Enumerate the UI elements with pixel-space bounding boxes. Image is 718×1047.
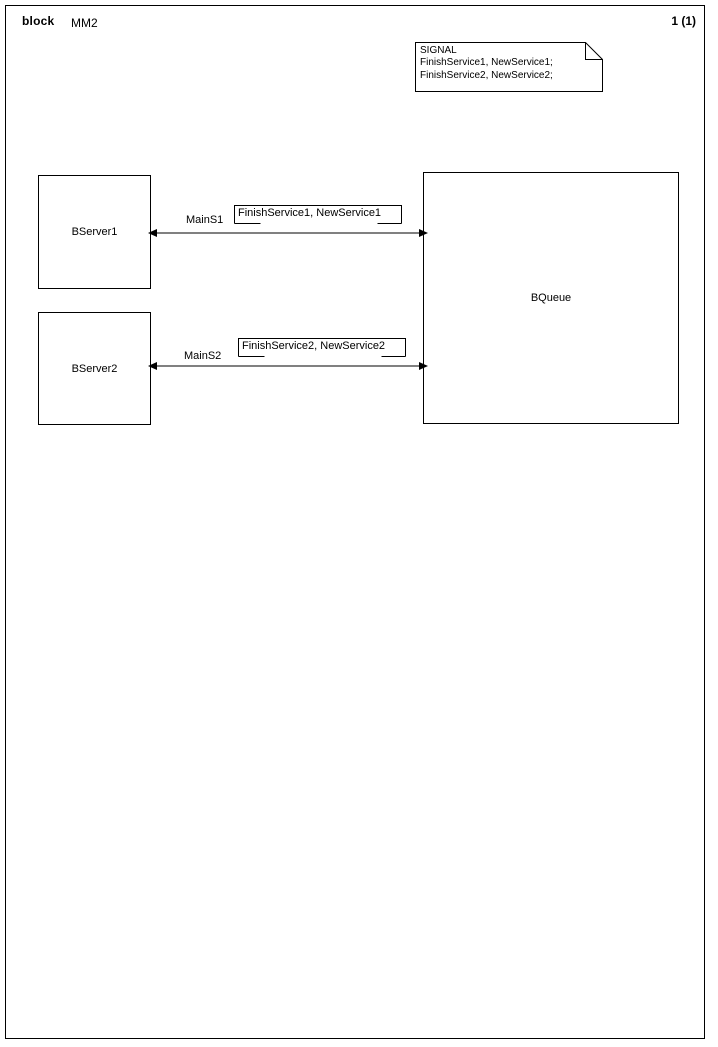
signal-list-text: FinishService1, NewService1 [238,207,382,219]
channel-name-mains1: MainS1 [186,214,224,226]
bidirectional-arrow-icon [148,229,428,237]
signal-list-mains1[interactable]: FinishService1, NewService1 [234,205,402,224]
block-label: BServer1 [71,226,118,238]
signal-list-mains2[interactable]: FinishService2, NewService2 [238,338,406,357]
block-label: BServer2 [71,362,118,375]
signal-list-bracket-icon [238,338,406,357]
block-bqueue[interactable]: BQueue [423,172,679,424]
page-frame [5,5,705,1039]
signal-declaration-note[interactable]: SIGNAL FinishService1, NewService1; Fini… [415,42,603,92]
diagram-keyword: block [22,14,55,28]
signal-note-text: SIGNAL FinishService1, NewService1; Fini… [420,45,553,81]
signal-list-bracket-icon [234,205,402,224]
signal-list-text: FinishService2, NewService2 [242,340,386,352]
block-bserver1[interactable]: BServer1 [38,175,151,289]
page-title: MM2 [71,16,98,30]
channel-mains2[interactable] [148,360,428,372]
block-bserver2[interactable]: BServer2 [38,312,151,425]
page-number-indicator: 1 (1) [671,14,696,28]
channel-mains1[interactable] [148,227,428,239]
block-label: BQueue [530,292,572,304]
folded-corner-note-icon [415,42,603,92]
channel-name-mains2: MainS2 [184,350,222,362]
bidirectional-arrow-icon [148,362,428,370]
